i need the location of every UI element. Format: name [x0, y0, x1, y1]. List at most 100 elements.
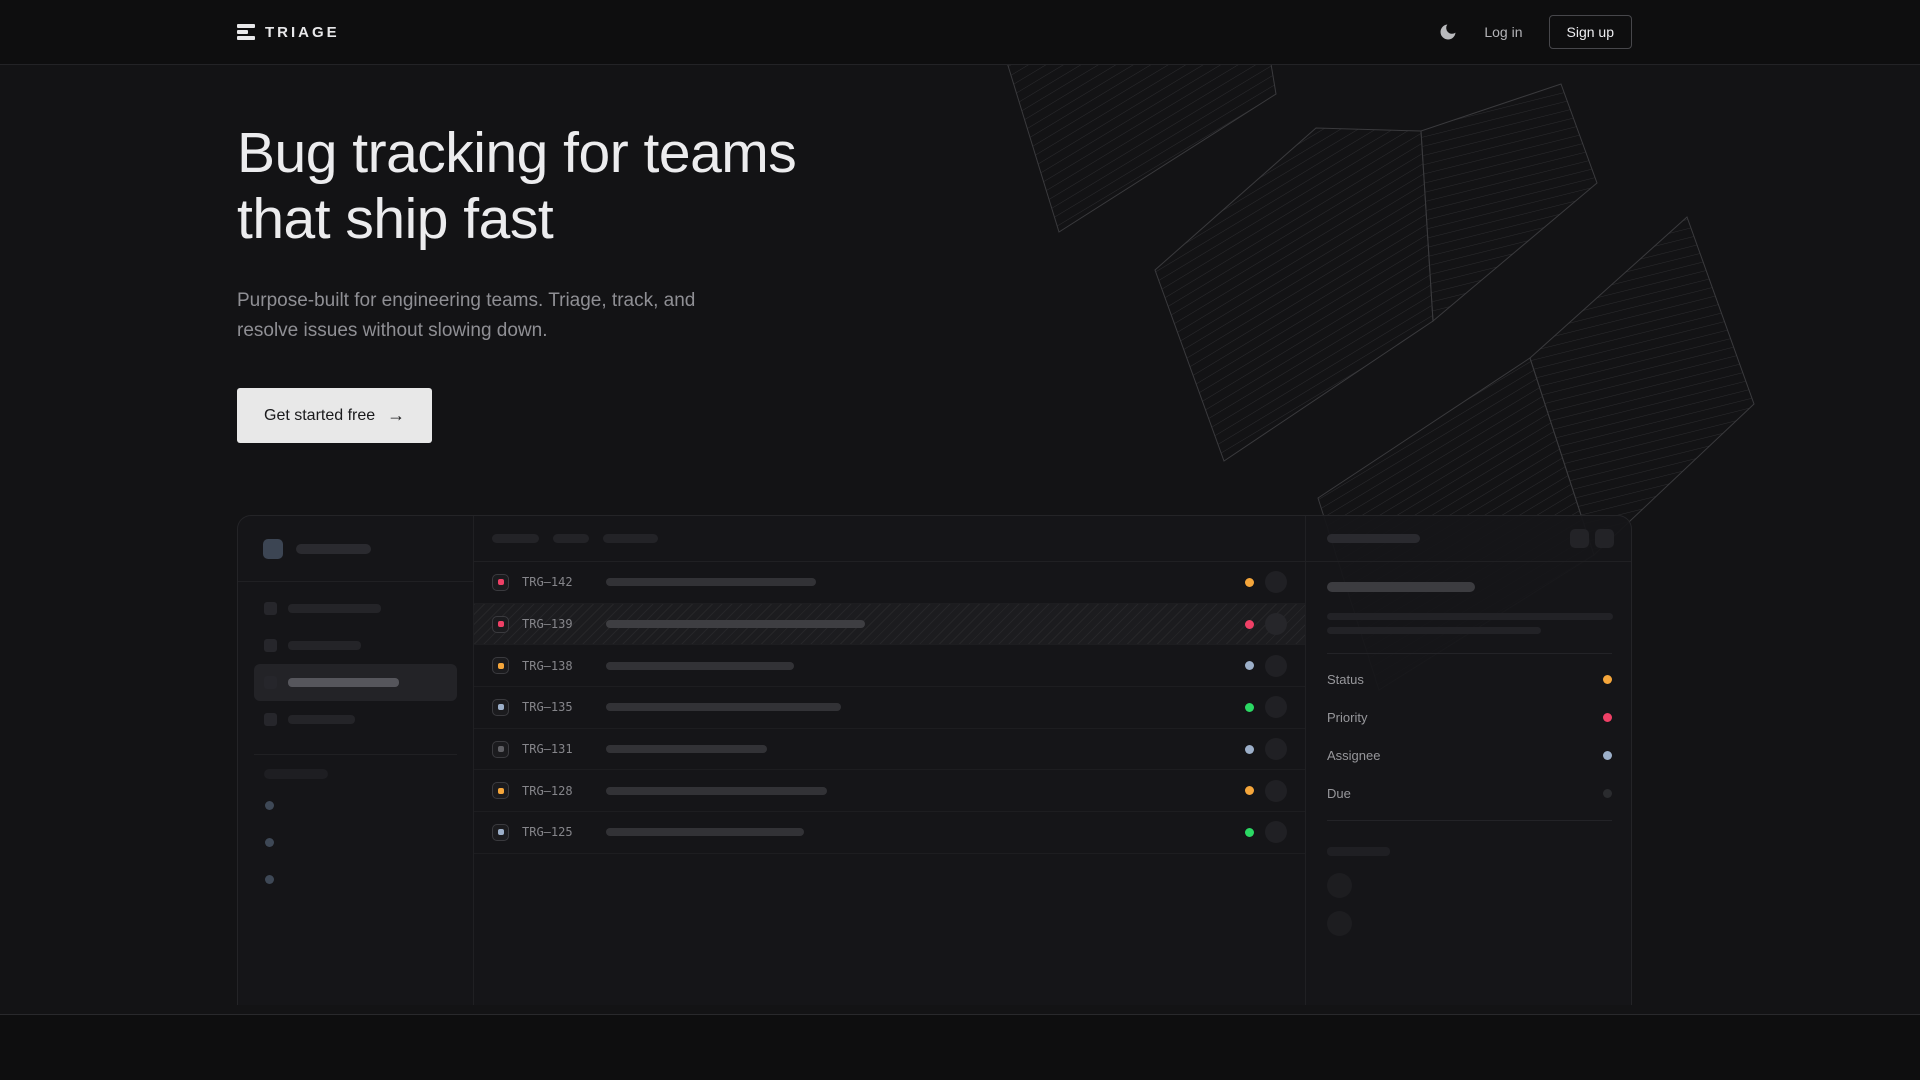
sidebar-item[interactable] — [254, 590, 457, 627]
detail-fields: Status Priority Assignee Due — [1327, 660, 1612, 812]
workspace-header[interactable] — [238, 516, 473, 582]
issue-title-skeleton — [606, 578, 816, 586]
sidebar-item-icon — [264, 713, 277, 726]
app-mockup-panel: TRG–142 TRG–139 TRG–138 TRG–135 TRG– — [237, 515, 1632, 1005]
signup-button[interactable]: Sign up — [1549, 15, 1632, 49]
issue-list-column: TRG–142 TRG–139 TRG–138 TRG–135 TRG– — [473, 516, 1306, 1005]
field-label: Priority — [1327, 710, 1367, 725]
issue-title-skeleton — [1327, 582, 1475, 592]
sidebar-item-icon — [264, 639, 277, 652]
workspace-name-skeleton — [296, 544, 371, 554]
label-dot[interactable] — [265, 875, 274, 884]
issue-list: TRG–142 TRG–139 TRG–138 TRG–135 TRG– — [474, 562, 1305, 854]
issue-id: TRG–131 — [522, 742, 584, 756]
detail-action-button[interactable] — [1570, 529, 1589, 548]
status-dot — [1245, 703, 1254, 712]
sidebar-item-skeleton — [288, 641, 361, 650]
detail-field-row[interactable]: Status — [1327, 660, 1612, 698]
assignee-avatar[interactable] — [1265, 655, 1287, 677]
mockup-sidebar — [238, 516, 473, 1005]
field-label: Status — [1327, 672, 1364, 687]
filter-pill-skeleton[interactable] — [492, 534, 539, 543]
field-value-dot — [1603, 751, 1612, 760]
sidebar-item[interactable] — [254, 701, 457, 738]
heading-line-2: that ship fast — [237, 187, 553, 251]
issue-row[interactable]: TRG–128 — [474, 770, 1305, 812]
issue-title-skeleton — [606, 787, 827, 795]
sidebar-item-skeleton — [288, 678, 399, 687]
sidebar-item-icon — [264, 676, 277, 689]
get-started-button[interactable]: Get started free → — [237, 388, 432, 443]
heading-line-1: Bug tracking for teams — [237, 121, 796, 185]
sidebar-item-icon — [264, 602, 277, 615]
issue-title-skeleton — [606, 662, 794, 670]
label-dot[interactable] — [265, 838, 274, 847]
issue-type-icon — [492, 782, 509, 799]
issue-type-icon — [492, 574, 509, 591]
issue-row[interactable]: TRG–138 — [474, 645, 1305, 687]
assignee-avatar[interactable] — [1265, 821, 1287, 843]
activity-avatar — [1327, 873, 1352, 898]
detail-field-row[interactable]: Priority — [1327, 698, 1612, 736]
filter-pill-skeleton[interactable] — [553, 534, 589, 543]
status-dot — [1245, 745, 1254, 754]
status-dot — [1245, 661, 1254, 670]
footer — [0, 1015, 1920, 1080]
issue-title-skeleton — [606, 745, 767, 753]
list-toolbar — [474, 516, 1305, 562]
brand-logo[interactable]: TRIAGE — [237, 24, 340, 41]
issue-title-skeleton — [606, 828, 804, 836]
issue-row[interactable]: TRG–125 — [474, 812, 1305, 854]
detail-action-button[interactable] — [1595, 529, 1614, 548]
arrow-right-icon: → — [387, 405, 405, 426]
assignee-avatar[interactable] — [1265, 571, 1287, 593]
navbar: TRIAGE Log in Sign up — [0, 0, 1920, 65]
filter-pill-skeleton[interactable] — [603, 534, 658, 543]
field-value-dot — [1603, 713, 1612, 722]
assignee-avatar[interactable] — [1265, 613, 1287, 635]
assignee-avatar[interactable] — [1265, 780, 1287, 802]
triage-bars-icon — [237, 24, 255, 40]
hero-subtext: Purpose-built for engineering teams. Tri… — [237, 286, 717, 346]
cta-label: Get started free — [264, 407, 375, 425]
issue-row[interactable]: TRG–139 — [474, 604, 1305, 646]
status-dot — [1245, 828, 1254, 837]
issue-description-skeleton — [1327, 613, 1613, 620]
field-value-dot — [1603, 789, 1612, 798]
field-value-dot — [1603, 675, 1612, 684]
detail-field-row[interactable]: Assignee — [1327, 736, 1612, 774]
activity-avatar — [1327, 911, 1352, 936]
sidebar-item[interactable] — [254, 627, 457, 664]
sidebar-section-label-skeleton — [264, 769, 328, 779]
workspace-avatar — [263, 539, 283, 559]
detail-field-row[interactable]: Due — [1327, 774, 1612, 812]
assignee-avatar[interactable] — [1265, 738, 1287, 760]
issue-row[interactable]: TRG–135 — [474, 687, 1305, 729]
status-dot — [1245, 578, 1254, 587]
hero-section: Bug tracking for teams that ship fast Pu… — [237, 120, 1632, 1005]
issue-row[interactable]: TRG–142 — [474, 562, 1305, 604]
issue-id: TRG–125 — [522, 825, 584, 839]
sidebar-item-skeleton — [288, 604, 381, 613]
detail-divider — [1327, 820, 1612, 821]
issue-title-skeleton — [606, 620, 865, 628]
login-link[interactable]: Log in — [1484, 24, 1522, 40]
issue-id: TRG–139 — [522, 617, 584, 631]
activity-label-skeleton — [1327, 847, 1390, 856]
issue-detail-column: Status Priority Assignee Due — [1306, 516, 1632, 1005]
label-dot[interactable] — [265, 801, 274, 810]
status-dot — [1245, 786, 1254, 795]
issue-row[interactable]: TRG–131 — [474, 729, 1305, 771]
issue-id: TRG–142 — [522, 575, 584, 589]
sidebar-item-active[interactable] — [254, 664, 457, 701]
issue-description-skeleton — [1327, 627, 1541, 634]
detail-breadcrumb-skeleton — [1327, 534, 1420, 543]
detail-divider — [1327, 653, 1612, 654]
issue-type-icon — [492, 657, 509, 674]
detail-toolbar — [1306, 516, 1632, 562]
dark-mode-moon-icon[interactable] — [1438, 22, 1458, 42]
assignee-avatar[interactable] — [1265, 696, 1287, 718]
sidebar-item-skeleton — [288, 715, 355, 724]
field-label: Due — [1327, 786, 1351, 801]
field-label: Assignee — [1327, 748, 1380, 763]
